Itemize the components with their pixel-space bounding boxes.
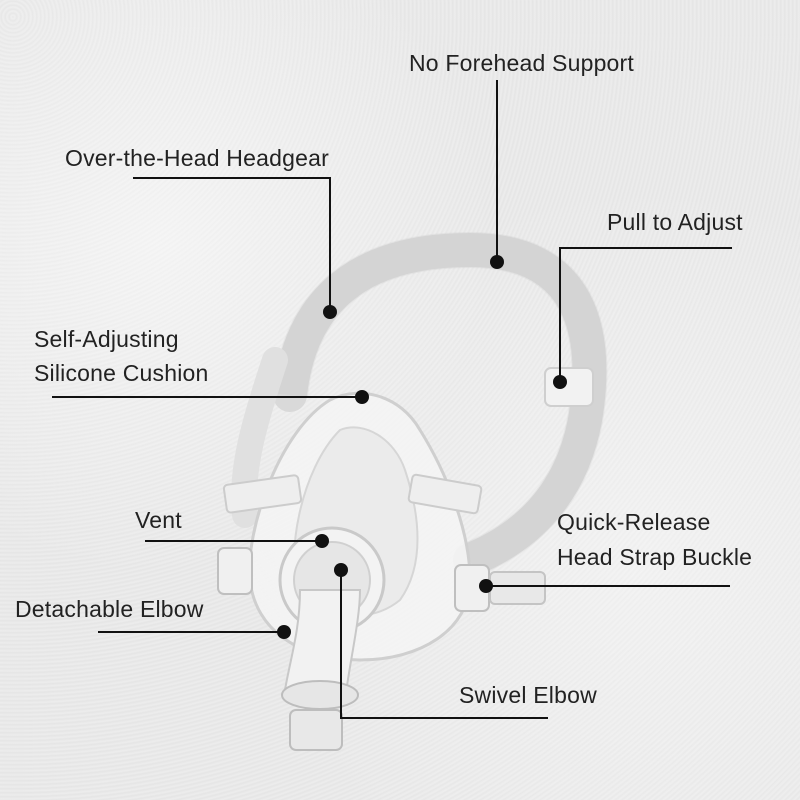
dot-cushion [355,390,369,404]
label-detachable-elbow: Detachable Elbow [15,596,204,622]
swivel-connector [289,709,343,751]
dot-swivel [334,563,348,577]
left-buckle [217,547,253,595]
label-self-adjusting: Self-Adjusting [34,326,179,352]
label-over-the-head-headgear: Over-the-Head Headgear [65,145,329,171]
dot-buckle [479,579,493,593]
left-lower-strap [222,474,303,514]
dot-vent [315,534,329,548]
dot-pull [553,375,567,389]
dot-no-forehead [490,255,504,269]
label-no-forehead-support: No Forehead Support [409,50,634,76]
buckle-strap [489,571,546,605]
label-head-strap-buckle: Head Strap Buckle [557,544,753,570]
headgear-strap-outline [272,231,608,577]
dot-detachable [277,625,291,639]
label-vent: Vent [135,507,182,533]
label-silicone-cushion: Silicone Cushion [34,360,209,386]
label-swivel-elbow: Swivel Elbow [459,682,597,708]
label-pull-to-adjust: Pull to Adjust [607,209,743,235]
leader-headgear [133,177,331,312]
elbow-port [281,680,359,710]
leader-swivel [340,570,548,719]
pull-tab [544,367,594,407]
label-quick-release: Quick-Release [557,509,711,535]
dot-headgear [323,305,337,319]
leader-pull [559,247,732,382]
headgear-strap [273,232,607,577]
right-lower-strap [407,473,483,515]
